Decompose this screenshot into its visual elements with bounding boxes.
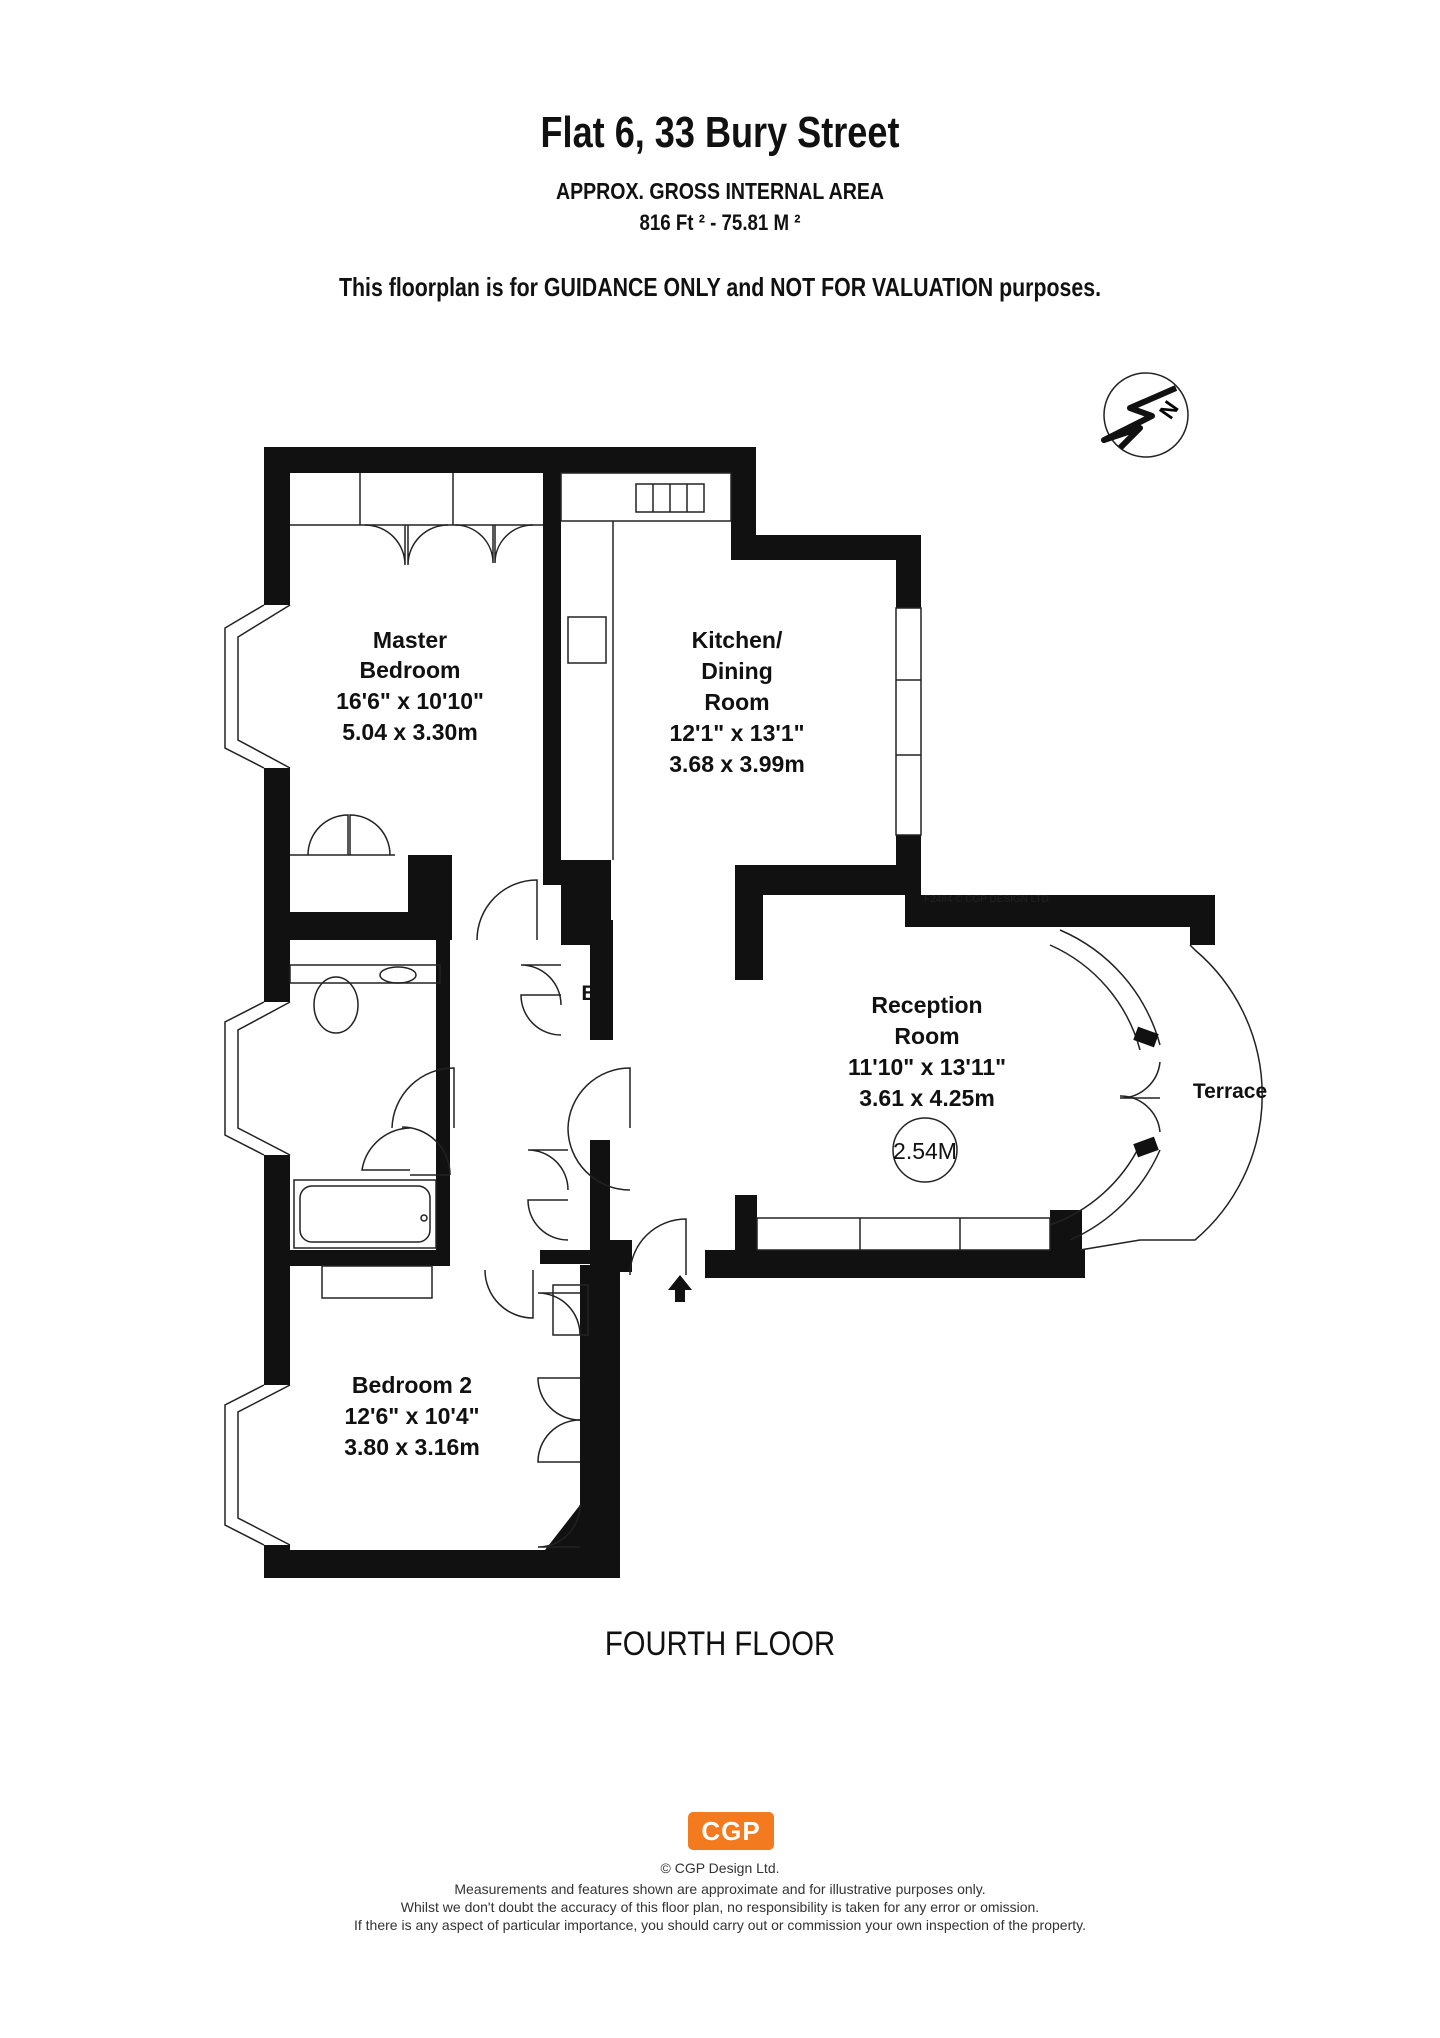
fittings — [224, 472, 1263, 1548]
plan-reference: F2484 © CGP DESIGN LTD — [924, 894, 1049, 905]
ceiling-height-label: 2.54M — [893, 1138, 957, 1164]
room-labels: Master Bedroom 16'6" x 10'10" 5.04 x 3.3… — [336, 627, 1267, 1460]
footer-disclaimer: Measurements and features shown are appr… — [0, 1880, 1440, 1934]
kitchen-name-1: Kitchen/ — [692, 627, 783, 653]
floor-name: FOURTH FLOOR — [604, 1625, 836, 1663]
compass-icon: N — [1101, 372, 1189, 458]
terrace-label: Terrace — [1193, 1080, 1267, 1103]
kitchen-name-3: Room — [704, 689, 769, 715]
master-metric: 5.04 x 3.30m — [342, 719, 478, 745]
page-title: Flat 6, 33 Bury Street — [540, 108, 900, 157]
footer-line-1: Measurements and features shown are appr… — [454, 1881, 986, 1897]
bedroom2-metric: 3.80 x 3.16m — [344, 1434, 480, 1460]
walls — [264, 447, 1215, 1578]
kitchen-name-2: Dining — [701, 658, 773, 684]
copyright: © CGP Design Ltd. — [660, 1860, 780, 1876]
area-value: 816 Ft ² - 75.81 M ² — [639, 210, 801, 235]
reception-metric: 3.61 x 4.25m — [859, 1085, 995, 1111]
kitchen-imperial: 12'1" x 13'1" — [669, 720, 804, 746]
reception-name-1: Reception — [871, 992, 982, 1018]
reception-imperial: 11'10" x 13'11" — [848, 1054, 1006, 1080]
ceiling-height-marker — [892, 1117, 958, 1183]
area-label: APPROX. GROSS INTERNAL AREA — [555, 178, 885, 204]
footer-line-2: Whilst we don't doubt the accuracy of th… — [400, 1899, 1040, 1915]
bay-posts — [668, 1026, 1159, 1302]
master-name-1: Master — [373, 627, 447, 653]
master-imperial: 16'6" x 10'10" — [336, 688, 484, 714]
reception-name-2: Room — [894, 1023, 959, 1049]
kitchen-metric: 3.68 x 3.99m — [669, 751, 805, 777]
boiler-label: B — [581, 982, 596, 1005]
bedroom2-imperial: 12'6" x 10'4" — [344, 1403, 479, 1429]
master-name-2: Bedroom — [360, 657, 461, 683]
cgp-logo: CGP — [688, 1812, 774, 1850]
footer-line-3: If there is any aspect of particular imp… — [354, 1917, 1086, 1933]
bedroom2-name: Bedroom 2 — [352, 1372, 472, 1398]
guidance-disclaimer: This floorplan is for GUIDANCE ONLY and … — [338, 272, 1102, 302]
